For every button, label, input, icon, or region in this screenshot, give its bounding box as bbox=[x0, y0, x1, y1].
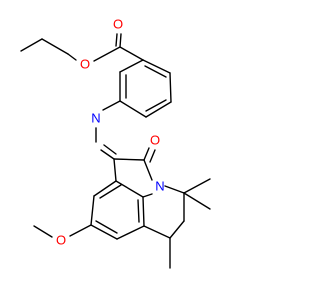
bond bbox=[93, 180, 117, 197]
bond bbox=[119, 59, 144, 73]
bond bbox=[142, 196, 145, 227]
bond bbox=[144, 65, 167, 78]
bond bbox=[169, 220, 185, 239]
bond bbox=[20, 38, 43, 52]
bond bbox=[90, 195, 95, 226]
bond bbox=[145, 99, 167, 112]
bond bbox=[145, 101, 172, 118]
bond bbox=[67, 53, 77, 61]
bond bbox=[69, 224, 92, 237]
ring-nitrogen-label: N bbox=[155, 179, 164, 194]
bond bbox=[113, 158, 117, 182]
bond bbox=[93, 46, 121, 62]
bond bbox=[149, 149, 156, 163]
bond bbox=[137, 199, 140, 223]
ester-ether-oxygen-label: O bbox=[80, 57, 90, 72]
bond bbox=[119, 100, 147, 118]
bond bbox=[169, 72, 172, 103]
bond bbox=[119, 46, 144, 61]
bond bbox=[41, 38, 69, 55]
bond bbox=[100, 149, 115, 160]
bond bbox=[99, 184, 122, 199]
bond bbox=[115, 33, 118, 47]
lactam-oxygen-label: O bbox=[150, 133, 160, 148]
bond bbox=[102, 100, 121, 111]
imine-nitrogen-label: N bbox=[91, 111, 100, 126]
bond bbox=[183, 178, 211, 194]
bond bbox=[116, 225, 145, 240]
atom-label-layer: O O N O N O bbox=[56, 17, 165, 248]
bond bbox=[142, 59, 171, 74]
ester-carbonyl-oxygen-label: O bbox=[113, 17, 123, 32]
bond bbox=[115, 180, 144, 198]
bond bbox=[143, 147, 150, 161]
bond bbox=[95, 220, 118, 234]
bond bbox=[103, 144, 117, 155]
bond bbox=[113, 158, 145, 161]
bond bbox=[90, 224, 118, 240]
bond bbox=[143, 225, 171, 239]
bond-layer bbox=[20, 33, 211, 269]
bond bbox=[33, 225, 53, 238]
bond bbox=[119, 33, 122, 48]
bond bbox=[143, 159, 153, 181]
methoxy-oxygen-label: O bbox=[56, 233, 66, 248]
bond bbox=[183, 192, 211, 210]
bond bbox=[142, 193, 153, 198]
bond bbox=[164, 185, 185, 194]
molecule-structure: O O N O N O bbox=[20, 17, 211, 269]
